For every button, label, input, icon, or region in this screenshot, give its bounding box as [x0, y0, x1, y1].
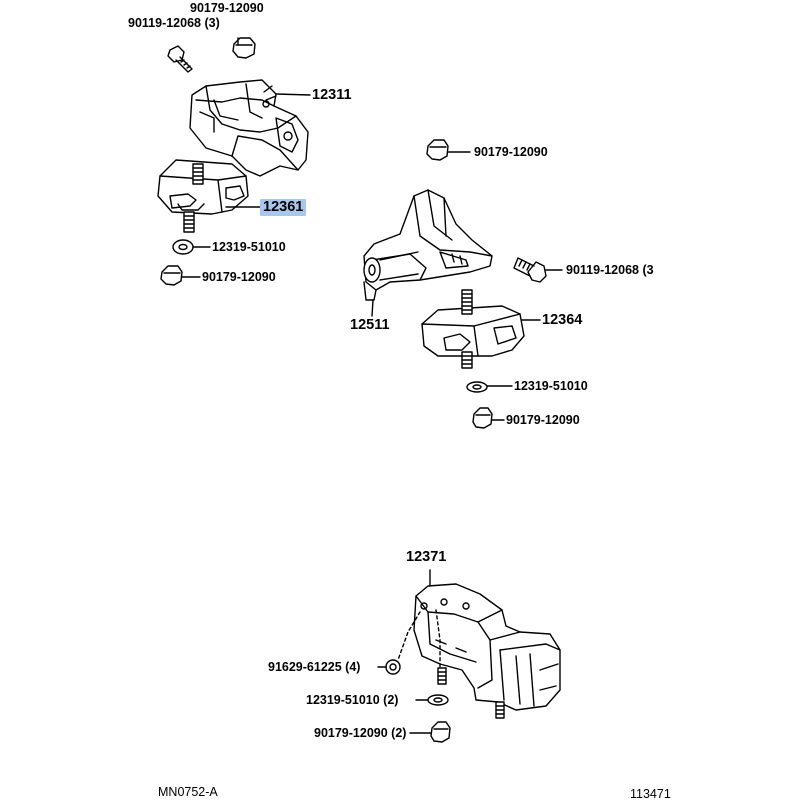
label-bracket-12511[interactable]: 12511 — [350, 317, 390, 333]
washer-icon — [466, 381, 488, 393]
transmission-mount — [413, 583, 561, 719]
label-bolt-90119-12068[interactable]: 90119-12068 (3 — [566, 263, 654, 277]
bolt-icon — [513, 257, 547, 283]
washer-icon — [172, 239, 194, 255]
label-washer-12319-51010[interactable]: 12319-51010 — [514, 379, 588, 393]
nut-icon — [160, 265, 183, 286]
illustration-number: 113471 — [630, 787, 671, 801]
washer-icon — [427, 694, 449, 706]
label-bolt-90119-12068[interactable]: 90119-12068 (3) — [128, 16, 220, 30]
diagram-code: MN0752-A — [158, 785, 218, 799]
label-insulator-12361-highlighted[interactable]: 12361 — [260, 199, 307, 216]
label-nut-90179-12090[interactable]: 90179-12090 — [506, 413, 580, 427]
nut-icon — [472, 407, 493, 429]
nut-icon — [430, 721, 451, 743]
bolt-icon — [167, 45, 193, 73]
label-nut-90179-12090[interactable]: 90179-12090 (2) — [314, 726, 407, 740]
label-nut-90179-12090[interactable]: 90179-12090 — [202, 270, 276, 284]
label-nut-90179-12090[interactable]: 90179-12090 — [190, 1, 264, 15]
engine-mount-bracket — [363, 189, 493, 301]
engine-mount-bracket — [189, 79, 309, 177]
label-nut-90179-12090[interactable]: 90179-12090 — [474, 145, 548, 159]
label-mount-12371[interactable]: 12371 — [406, 549, 447, 565]
nut-icon — [385, 659, 401, 675]
label-washer-12319-51010[interactable]: 12319-51010 (2) — [306, 693, 399, 707]
nut-icon — [426, 139, 449, 161]
engine-mount-insulator — [421, 289, 525, 369]
engine-mount-insulator — [157, 159, 249, 233]
label-insulator-12364[interactable]: 12364 — [542, 312, 583, 328]
label-nut-91629-61225[interactable]: 91629-61225 (4) — [268, 660, 361, 674]
nut-icon — [232, 37, 256, 59]
label-bracket-12311[interactable]: 12311 — [312, 87, 352, 103]
label-washer-12319-51010[interactable]: 12319-51010 — [212, 240, 286, 254]
